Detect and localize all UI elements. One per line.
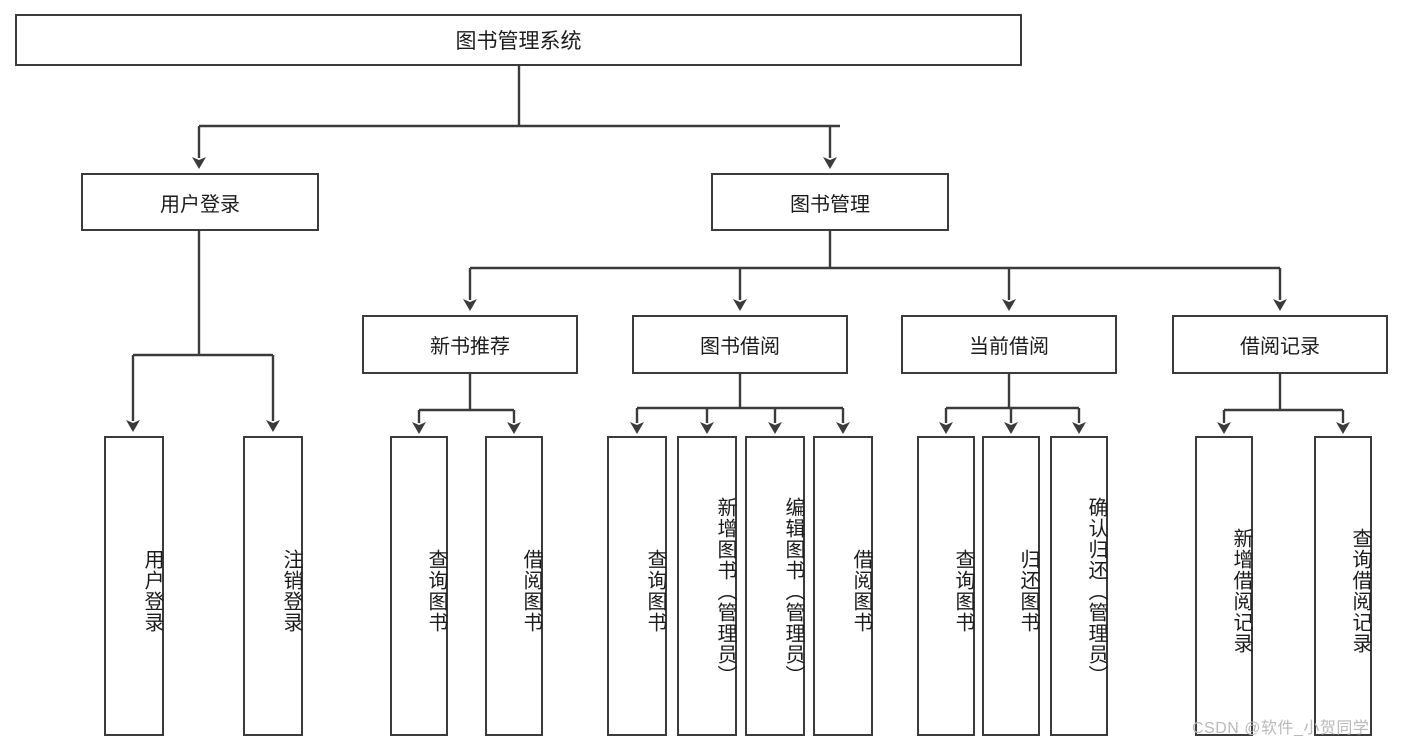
leaf-add-record-label: 新增借阅记录 (1230, 528, 1252, 654)
leaf-borrow-book-1-label: 借阅图书 (520, 549, 542, 633)
leaf-confirm-return[interactable]: 确认归还（管理员） (1050, 436, 1108, 736)
leaf-logout[interactable]: 注销登录 (243, 436, 303, 736)
leaf-add-book[interactable]: 新增图书（管理员） (677, 436, 737, 736)
node-root[interactable]: 图书管理系统 (15, 14, 1022, 66)
node-book-borrow[interactable]: 图书借阅 (632, 315, 848, 374)
leaf-query-book-3[interactable]: 查询图书 (917, 436, 975, 736)
node-book-borrow-label: 图书借阅 (700, 336, 780, 358)
leaf-edit-book[interactable]: 编辑图书（管理员） (745, 436, 805, 736)
leaf-borrow-book-1[interactable]: 借阅图书 (485, 436, 543, 736)
leaf-return-book[interactable]: 归还图书 (982, 436, 1040, 736)
leaf-query-record[interactable]: 查询借阅记录 (1314, 436, 1372, 736)
node-borrow-record[interactable]: 借阅记录 (1172, 315, 1388, 374)
node-book-management-label: 图书管理 (790, 193, 870, 216)
leaf-logout-label: 注销登录 (280, 549, 302, 633)
leaf-confirm-return-label: 确认归还（管理员） (1085, 496, 1107, 686)
leaf-query-book-2-label: 查询图书 (644, 549, 666, 633)
leaf-query-record-label: 查询借阅记录 (1349, 528, 1371, 654)
watermark-text: CSDN @软件_小贺同学 (1192, 720, 1370, 737)
leaf-add-book-label: 新增图书（管理员） (714, 496, 736, 686)
leaf-query-book-3-label: 查询图书 (952, 549, 974, 633)
node-user-login[interactable]: 用户登录 (81, 173, 319, 231)
leaf-query-book-1[interactable]: 查询图书 (390, 436, 448, 736)
leaf-borrow-book-2-label: 借阅图书 (850, 549, 872, 633)
leaf-return-book-label: 归还图书 (1017, 549, 1039, 633)
leaf-edit-book-label: 编辑图书（管理员） (782, 496, 804, 686)
node-book-management[interactable]: 图书管理 (711, 173, 949, 231)
node-new-book-recommend-label: 新书推荐 (430, 336, 510, 358)
leaf-add-record[interactable]: 新增借阅记录 (1195, 436, 1253, 736)
node-user-login-label: 用户登录 (160, 193, 240, 216)
leaf-query-book-1-label: 查询图书 (425, 549, 447, 633)
node-current-borrow[interactable]: 当前借阅 (901, 315, 1117, 374)
node-borrow-record-label: 借阅记录 (1240, 336, 1320, 358)
node-current-borrow-label: 当前借阅 (969, 336, 1049, 358)
node-new-book-recommend[interactable]: 新书推荐 (362, 315, 578, 374)
node-root-label: 图书管理系统 (455, 30, 582, 53)
leaf-query-book-2[interactable]: 查询图书 (607, 436, 667, 736)
leaf-user-login[interactable]: 用户登录 (104, 436, 164, 736)
leaf-borrow-book-2[interactable]: 借阅图书 (813, 436, 873, 736)
leaf-user-login-label: 用户登录 (141, 549, 163, 633)
